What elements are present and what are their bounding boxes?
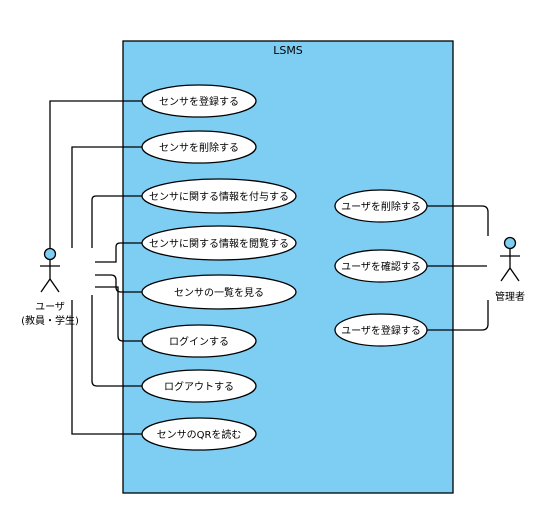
connector-register-user (427, 300, 489, 331)
usecase-register-sensor[interactable]: センサを登録する (141, 84, 257, 118)
usecase-attach-sensor-info[interactable]: センサに関する情報を付与する (141, 178, 297, 214)
actor-user-leg-right (49, 278, 60, 293)
connector-login (95, 286, 142, 342)
usecase-label: ログアウトする (164, 380, 234, 393)
usecase-read-sensor-qr[interactable]: センサのQRを読む (141, 417, 257, 451)
connector-list-sensors (95, 274, 142, 293)
connector-attach-info (91, 195, 142, 248)
usecase-ellipse (141, 84, 257, 118)
usecase-label: ユーザを削除する (341, 200, 421, 213)
connector-delete-user (427, 205, 489, 236)
usecase-label: ユーザを確認する (341, 260, 421, 273)
usecase-label: ログインする (169, 335, 229, 348)
usecase-label: センサに関する情報を付与する (149, 190, 289, 203)
system-title: LSMS (273, 44, 303, 57)
connector-logout (91, 295, 142, 387)
actor-admin-label: 管理者 (495, 290, 525, 303)
usecase-ellipse (141, 225, 297, 261)
usecase-label: ユーザを登録する (341, 324, 421, 337)
usecase-view-sensor-info[interactable]: センサに関する情報を閲覧する (141, 225, 297, 261)
actor-admin[interactable]: 管理者 (495, 236, 525, 304)
usecase-delete-sensor[interactable]: センサを削除する (141, 130, 257, 164)
connector-delete-sensor (71, 146, 142, 248)
actor-admin-leg-right (509, 267, 520, 282)
connector-read-qr (71, 300, 142, 435)
connector-register-sensor (49, 100, 142, 248)
usecase-logout[interactable]: ログアウトする (141, 369, 257, 403)
usecase-label: センサに関する情報を閲覧する (149, 237, 289, 250)
usecase-ellipse (141, 178, 297, 214)
usecase-login[interactable]: ログインする (141, 324, 257, 358)
usecase-ellipse (141, 369, 257, 403)
usecase-confirm-user[interactable]: ユーザを確認する (334, 249, 428, 283)
actor-user-label: ユーザ (35, 301, 65, 313)
usecase-register-user[interactable]: ユーザを登録する (334, 313, 428, 347)
actor-admin-head (503, 236, 517, 250)
usecase-ellipse (141, 417, 257, 451)
usecase-list-sensors[interactable]: センサの一覧を見る (141, 274, 297, 310)
actor-user-sublabel: (教員・学生) (21, 314, 79, 327)
actor-user-leg-left (40, 278, 51, 293)
connector-view-info (95, 242, 142, 263)
usecase-ellipse (334, 189, 428, 223)
usecase-label: センサの一覧を見る (174, 287, 264, 299)
usecase-label: センサを削除する (159, 141, 239, 154)
actor-user[interactable]: ユーザ (教員・学生) (21, 247, 79, 328)
usecase-label: センサのQRを読む (157, 428, 242, 441)
usecase-ellipse (141, 274, 297, 310)
usecase-ellipse (334, 249, 428, 283)
usecase-delete-user[interactable]: ユーザを削除する (334, 189, 428, 223)
actor-admin-leg-left (500, 267, 511, 282)
usecase-ellipse (141, 324, 257, 358)
actor-user-head (43, 247, 57, 261)
usecase-ellipse (141, 130, 257, 164)
usecase-label: センサを登録する (159, 95, 239, 108)
usecase-ellipse (334, 313, 428, 347)
